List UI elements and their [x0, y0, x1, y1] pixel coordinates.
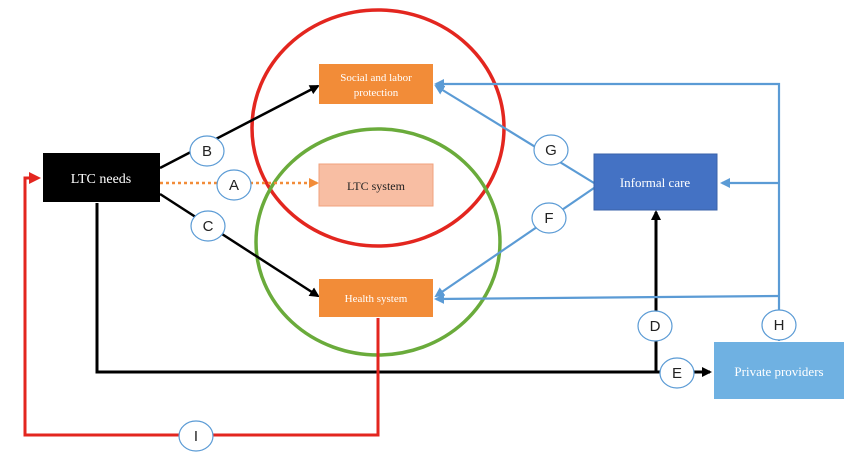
svg-text:F: F [544, 210, 553, 227]
social-labor-label-line2: protection [354, 87, 399, 99]
edge-label-h: H [761, 309, 797, 341]
edge-i-line [23, 172, 380, 437]
ltc-needs-label: LTC needs [71, 172, 132, 187]
edge-label-d: D [637, 310, 673, 342]
health-system-box: Health system [319, 279, 433, 317]
edge-label-a: A [216, 169, 252, 201]
private-providers-label: Private providers [734, 364, 823, 379]
social-labor-box: Social and labor protection [319, 64, 433, 104]
edge-label-g: G [533, 134, 569, 166]
ltc-needs-box: LTC needs [43, 153, 160, 202]
svg-text:C: C [203, 218, 214, 235]
ltc-system-box: LTC system [318, 163, 434, 207]
edge-h-line [434, 79, 781, 341]
svg-text:G: G [545, 142, 557, 159]
svg-text:D: D [650, 318, 661, 335]
edge-f-line [434, 187, 595, 298]
edge-label-f: F [531, 202, 567, 234]
edge-c-line [159, 192, 320, 298]
edge-e-line [95, 203, 712, 377]
svg-text:B: B [202, 143, 212, 160]
edge-b-line [159, 84, 320, 170]
edge-label-i: I [178, 420, 214, 452]
svg-text:I: I [194, 428, 198, 445]
private-providers-box: Private providers [714, 342, 844, 399]
svg-text:E: E [672, 365, 682, 382]
edge-label-e: E [659, 357, 695, 389]
health-system-label: Health system [345, 293, 408, 305]
informal-care-label: Informal care [620, 175, 691, 190]
informal-care-box: Informal care [593, 153, 718, 211]
edge-g-line [434, 84, 595, 184]
ltc-system-label: LTC system [347, 179, 406, 193]
svg-text:A: A [229, 177, 239, 194]
svg-text:H: H [774, 317, 785, 334]
edge-h-to-health [434, 293, 780, 304]
edge-label-c: C [190, 210, 226, 242]
edge-label-b: B [189, 135, 225, 167]
social-labor-label-line1: Social and labor [340, 72, 412, 84]
